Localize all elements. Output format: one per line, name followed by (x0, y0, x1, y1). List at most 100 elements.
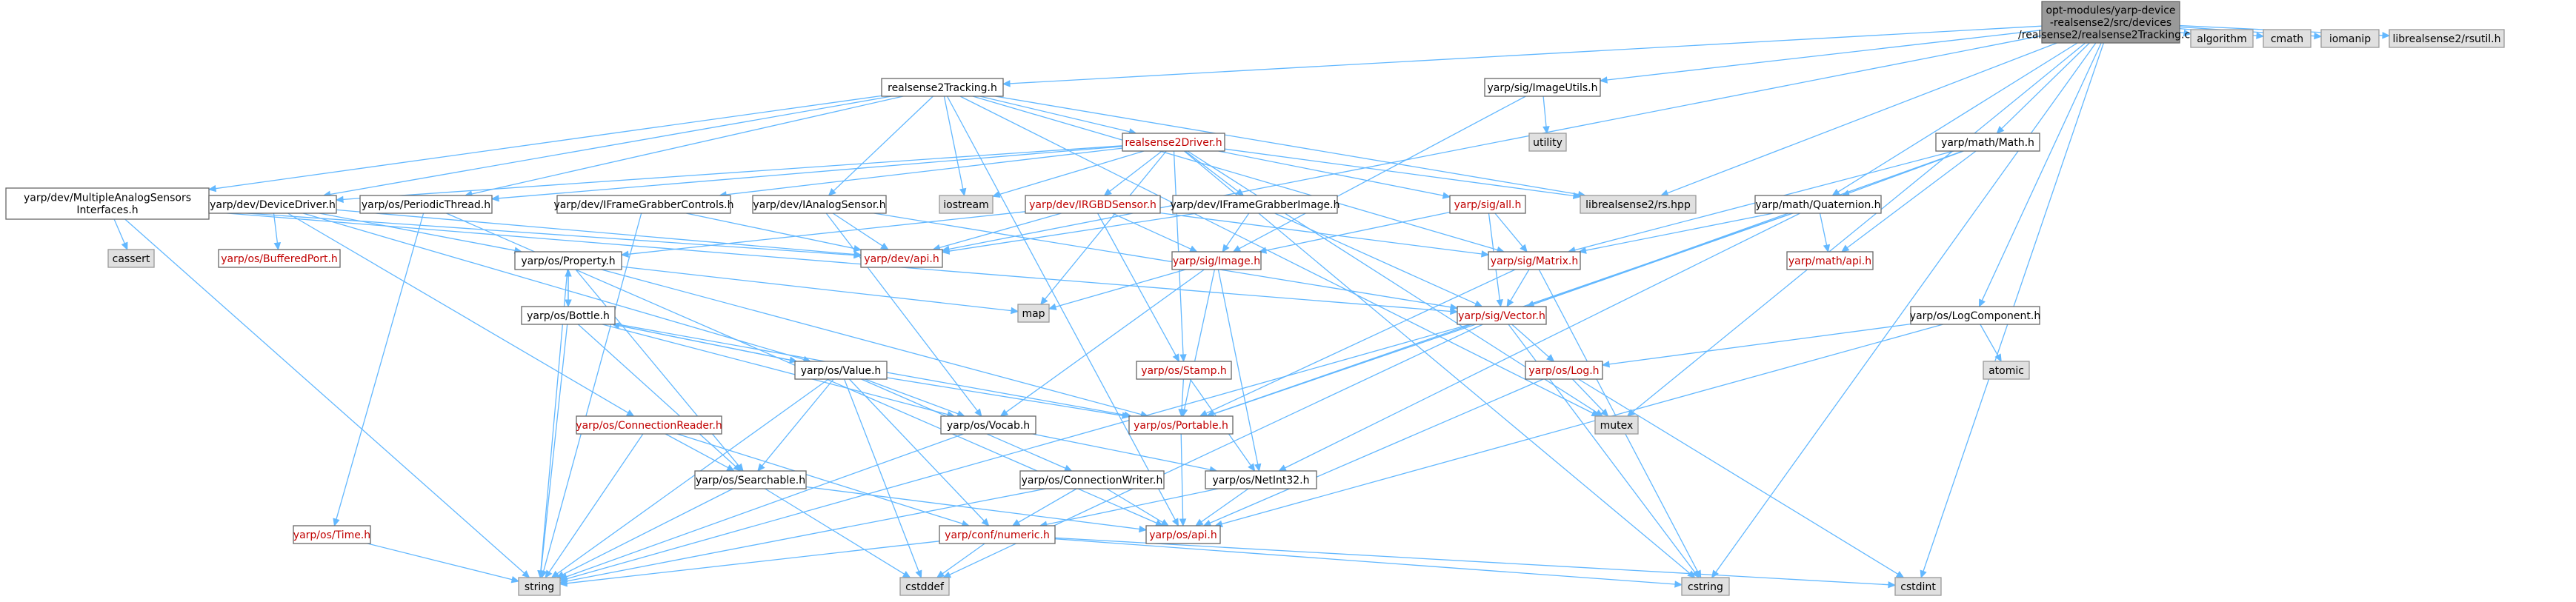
arrowhead-icon (1920, 569, 1927, 579)
edge-root-to-dev_api (941, 35, 2043, 253)
node-stamp[interactable]: yarp/os/Stamp.h (1136, 361, 1232, 380)
arrowhead-icon (545, 569, 553, 579)
edge-line (686, 213, 855, 250)
arrowhead-icon (1599, 76, 1608, 84)
node-multianalog[interactable]: yarp/dev/MultipleAnalogSensorsInterfaces… (5, 187, 210, 220)
edge-line (1054, 538, 1676, 585)
arrowhead-icon (733, 464, 742, 472)
node-math_math[interactable]: yarp/math/Math.h (1935, 133, 2040, 152)
node-driver_h[interactable]: realsense2Driver.h (1122, 133, 1225, 152)
node-box (1786, 251, 1874, 270)
edge-root-to-tracking_h (1002, 25, 2043, 87)
arrowhead-icon (1996, 126, 2005, 134)
edge-line (2001, 42, 2090, 130)
arrowhead-icon (1235, 188, 1245, 196)
node-os_api[interactable]: yarp/os/api.h (1145, 525, 1221, 544)
edge-root-to-rs_hpp (1660, 42, 2057, 197)
node-cstring: cstring (1681, 577, 1730, 596)
node-label: yarp/os/PeriodicThread.h (362, 199, 490, 211)
arrowhead-icon (942, 571, 952, 578)
node-box (1136, 361, 1232, 380)
node-root[interactable]: opt-modules/yarp-device-realsense2/src/d… (2018, 1, 2203, 44)
edge-quaternion-to-sig_matrix (1578, 213, 1774, 254)
node-iframegrabberimg[interactable]: yarp/dev/IFrameGrabberImage.h (1171, 195, 1340, 214)
edge-line (1510, 269, 1530, 301)
edge-line (1225, 213, 1250, 247)
edge-line (762, 378, 834, 466)
edge-connwriter-to-os_api (1106, 488, 1170, 526)
node-box (1894, 577, 1942, 596)
arrowhead-icon (1121, 412, 1131, 419)
node-box (1457, 306, 1547, 325)
node-sig_all[interactable]: yarp/sig/all.h (1449, 195, 1526, 214)
node-value[interactable]: yarp/os/Value.h (794, 361, 888, 380)
node-tracking_h[interactable]: realsense2Tracking.h (881, 78, 1004, 97)
edge-vocab-to-networkint32 (1032, 433, 1218, 473)
edge-line (124, 218, 525, 574)
arrowhead-icon (981, 518, 990, 526)
node-box (1525, 361, 1603, 380)
node-iomanip: iomanip (2320, 29, 2380, 48)
edge-searchable-to-string (556, 488, 733, 578)
node-ianalogsensor[interactable]: yarp/dev/IAnalogSensor.h (752, 195, 887, 214)
node-vocab[interactable]: yarp/os/Vocab.h (940, 415, 1036, 435)
node-portable[interactable]: yarp/os/Portable.h (1128, 415, 1234, 435)
node-imageutils[interactable]: yarp/sig/ImageUtils.h (1484, 78, 1601, 97)
arrowhead-icon (1449, 303, 1459, 311)
node-log[interactable]: yarp/os/Log.h (1525, 361, 1603, 380)
node-math_api[interactable]: yarp/math/api.h (1786, 251, 1874, 270)
arrowhead-icon (1040, 296, 1048, 305)
arrowhead-icon (1674, 581, 1683, 588)
edge-stamp-to-portable (1178, 378, 1185, 418)
node-iframegrabberctl[interactable]: yarp/dev/IFrameGrabberControls.h (553, 195, 734, 214)
node-box (208, 195, 337, 214)
node-os_time[interactable]: yarp/os/Time.h (293, 525, 371, 544)
edge-value-to-searchable (757, 378, 834, 472)
node-label: cstring (1688, 581, 1723, 593)
node-box (1983, 361, 2030, 380)
node-box (107, 249, 155, 268)
node-box (514, 251, 622, 270)
node-box (2320, 29, 2380, 48)
node-sig_vector[interactable]: yarp/sig/Vector.h (1457, 306, 1547, 325)
arrowhead-icon (1711, 569, 1720, 579)
node-bufferedport[interactable]: yarp/os/BufferedPort.h (218, 249, 341, 268)
node-label: yarp/sig/ImageUtils.h (1488, 82, 1598, 94)
arrowhead-icon (726, 464, 735, 472)
node-sig_image[interactable]: yarp/sig/Image.h (1171, 251, 1262, 270)
edge-conf_numeric-to-cstdint (1054, 537, 1897, 589)
node-box (1594, 415, 1639, 435)
node-box (1017, 304, 1050, 323)
arrowhead-icon (1506, 298, 1514, 308)
edge-line (1239, 96, 1526, 250)
node-box (1754, 195, 1882, 214)
node-devicedriver[interactable]: yarp/dev/DeviceDriver.h (208, 195, 337, 214)
edge-line (972, 96, 1498, 251)
node-conf_numeric[interactable]: yarp/conf/numeric.h (939, 525, 1056, 544)
node-dev_api[interactable]: yarp/dev/api.h (860, 249, 943, 268)
node-quaternion[interactable]: yarp/math/Quaternion.h (1754, 195, 1882, 214)
edge-iframegrabberimg-to-sig_image (1222, 213, 1250, 253)
node-sig_matrix[interactable]: yarp/sig/Matrix.h (1488, 251, 1581, 270)
edge-tracking_h-to-iostream (943, 96, 967, 197)
arrowhead-icon (565, 268, 572, 277)
node-connwriter[interactable]: yarp/os/ConnectionWriter.h (1019, 470, 1165, 489)
node-irgbdsensor[interactable]: yarp/dev/IRGBDSensor.h (1025, 195, 1161, 214)
node-box (518, 577, 561, 596)
edge-line (208, 211, 1451, 312)
edge-bottle-to-vocab (602, 324, 956, 418)
node-searchable[interactable]: yarp/os/Searchable.h (694, 470, 807, 489)
node-bottle[interactable]: yarp/os/Bottle.h (521, 306, 616, 325)
node-label: yarp/sig/Vector.h (1458, 310, 1545, 322)
node-logcomponent[interactable]: yarp/os/LogComponent.h (1910, 306, 2040, 325)
edge-line (1044, 150, 1167, 300)
node-connreader[interactable]: yarp/os/ConnectionReader.h (576, 415, 722, 435)
node-property[interactable]: yarp/os/Property.h (514, 251, 622, 270)
node-networkint32[interactable]: yarp/os/NetInt32.h (1205, 470, 1317, 489)
arrowhead-icon (974, 408, 982, 417)
edge-line (208, 210, 855, 256)
node-label: utility (1533, 137, 1562, 149)
node-periodicthread[interactable]: yarp/os/PeriodicThread.h (359, 195, 493, 214)
node-label: yarp/os/ConnectionWriter.h (1022, 475, 1163, 486)
edge-root-to-math_math (1996, 42, 2090, 134)
